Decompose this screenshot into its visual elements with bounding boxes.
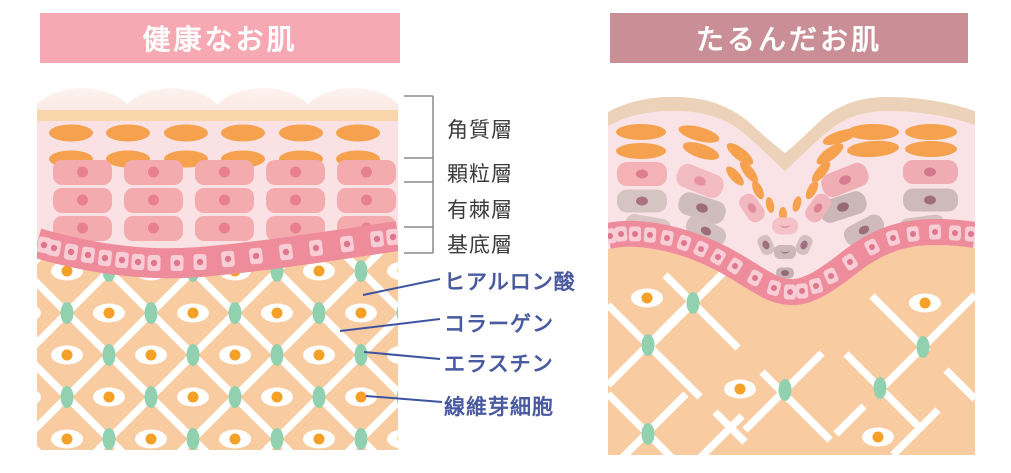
sagging-skin-title: たるんだお肌 [610, 13, 968, 63]
label-granular-layer: 顆粒層 [447, 163, 513, 186]
sparse-fibroblasts [631, 288, 941, 447]
label-hyaluronic-acid: ヒアルロン酸 [444, 271, 576, 294]
sagging-basal-cells [608, 224, 975, 300]
hyaluronic-acid-pointer [362, 278, 441, 296]
pointer-lines [339, 278, 443, 403]
spinous-cells [53, 160, 396, 241]
label-spinous-layer: 有棘層 [447, 199, 513, 222]
healthy-skin-panel [37, 88, 398, 450]
label-stratum-corneum: 角質層 [447, 119, 513, 142]
layer-bracket [404, 95, 434, 254]
stratum-corneum-band [37, 110, 398, 121]
basal-cells [37, 228, 398, 272]
distorted-granular-cells [616, 124, 957, 221]
label-basal-layer: 基底層 [447, 234, 513, 257]
sagging-skin-panel [608, 96, 975, 455]
dermis-collagen-lattice [37, 249, 398, 450]
label-collagen: コラーゲン [444, 313, 554, 336]
sparse-elastin [641, 292, 930, 445]
collagen-pointer [339, 318, 441, 332]
healthy-skin-title: 健康なお肌 [40, 13, 400, 63]
label-elastin: エラスチン [444, 353, 554, 376]
label-fibroblast: 線維芽細胞 [444, 396, 554, 419]
wrinkled-surface-band [608, 96, 975, 171]
fibroblast-pointer [365, 395, 443, 403]
elastin-pointer [363, 351, 441, 360]
